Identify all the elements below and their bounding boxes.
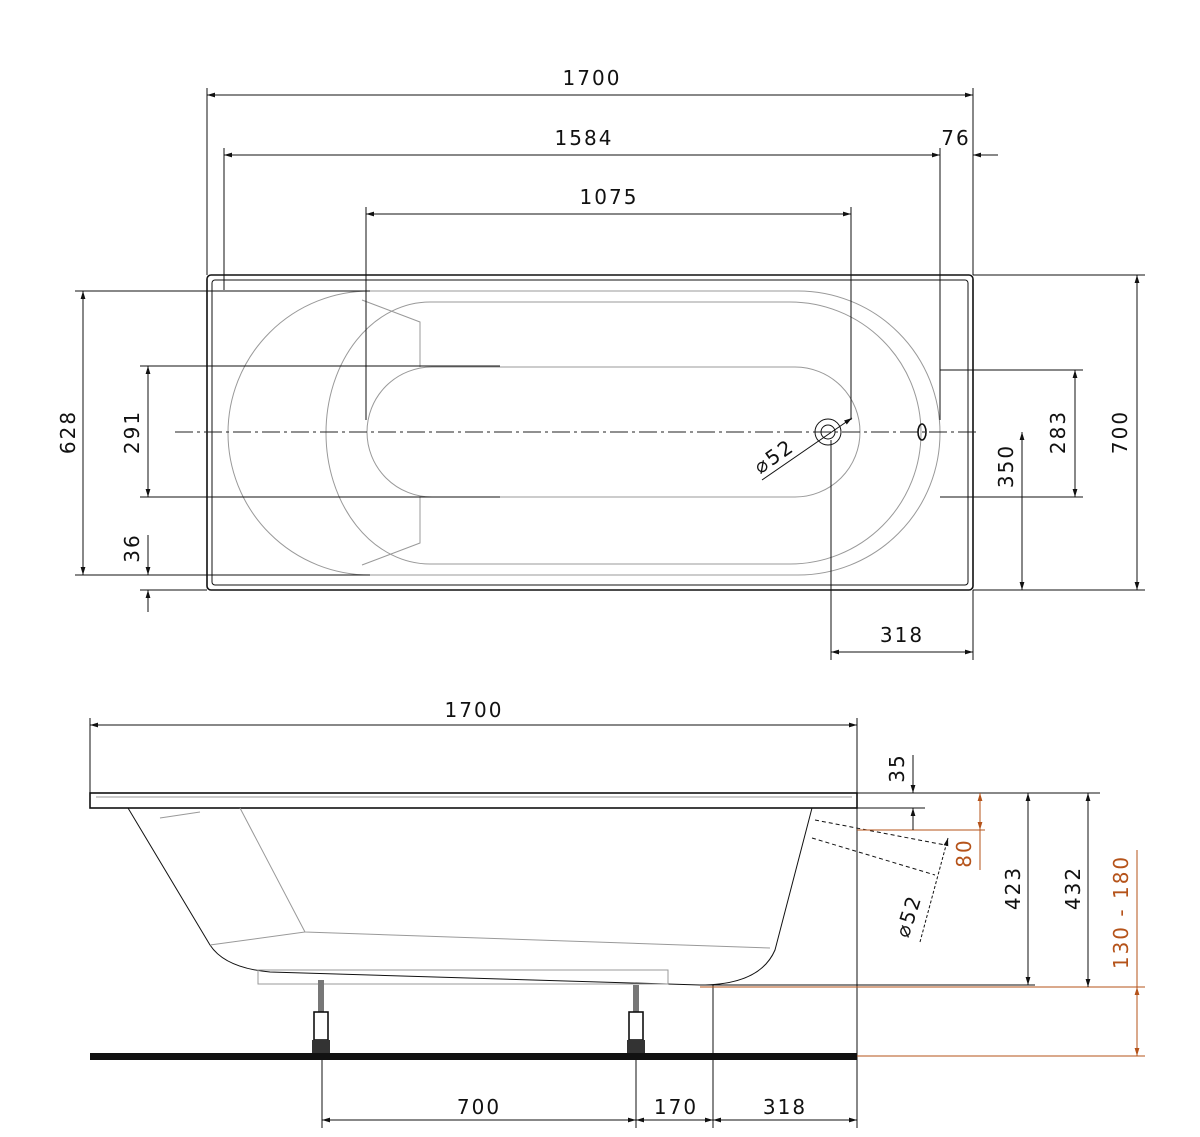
overflow-icon <box>917 423 927 441</box>
dim-inner-length: 1584 <box>555 126 614 150</box>
top-view: 1700 1584 76 1075 628 291 36 283 350 700… <box>56 66 1145 660</box>
tub-inner-lines <box>159 807 771 949</box>
dim-overall-width: 700 <box>1108 410 1132 454</box>
overflow-pipe <box>811 819 946 876</box>
drain-outer <box>814 418 842 446</box>
dim-overflow-diameter: ⌀52 <box>890 891 926 940</box>
basin-outline <box>227 290 941 576</box>
floor <box>90 1053 857 1060</box>
dim-bottom-width-left: 291 <box>120 410 144 454</box>
dim-overflow-height: 80 <box>952 838 976 867</box>
dim-total-height: 432 <box>1061 866 1085 910</box>
dim-drain-offset-x: 318 <box>880 623 924 647</box>
basin-bottom <box>366 366 861 498</box>
backrest-lines <box>361 299 421 566</box>
tub-rim <box>89 792 858 809</box>
dim-bottom-width-right: 283 <box>1046 410 1070 454</box>
dim-overall-length: 1700 <box>563 66 622 90</box>
dim-leg-spacing: 700 <box>457 1095 501 1119</box>
dim-inner-width: 628 <box>56 410 80 454</box>
dim-depth: 423 <box>1001 866 1025 910</box>
drain-inner <box>820 424 836 440</box>
dim-leg-to-drain: 170 <box>654 1095 698 1119</box>
leg-left <box>312 980 330 1053</box>
tub-base-frame <box>257 969 669 985</box>
dim-rim-offset: 76 <box>941 126 970 150</box>
dim-side-overall-length: 1700 <box>445 698 504 722</box>
dim-rim-thickness: 35 <box>885 753 909 782</box>
dim-drain-offset-y: 350 <box>994 444 1018 488</box>
dim-leg-height-range: 130 - 180 <box>1109 855 1133 969</box>
leg-right <box>627 985 645 1053</box>
tub-body <box>127 807 813 986</box>
dim-drain-to-end: 318 <box>763 1095 807 1119</box>
dim-rim-width: 36 <box>120 533 144 562</box>
side-view: 1700 35 80 423 432 130 - 180 ⌀52 700 170… <box>89 698 1145 1128</box>
dim-bottom-length: 1075 <box>580 185 639 209</box>
basin-slope <box>325 301 922 565</box>
